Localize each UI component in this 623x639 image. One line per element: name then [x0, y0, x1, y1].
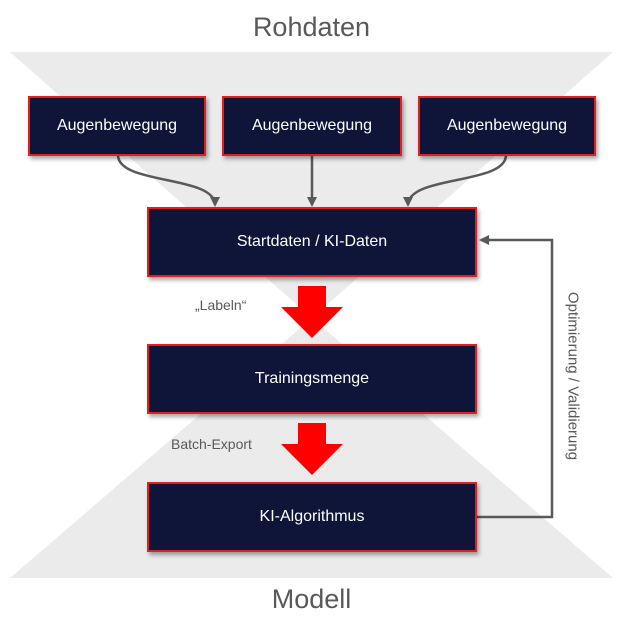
batch-export-text: Batch-Export	[171, 436, 252, 452]
title-model: Modell	[271, 584, 352, 614]
connector-source-1	[116, 154, 220, 207]
source-box-eye-movement-3: Augenbewegung	[418, 96, 596, 156]
start-data-box: Startdaten / KI-Daten	[147, 207, 477, 277]
ki-algorithm-box: KI-Algorithmus	[147, 482, 477, 552]
red-arrow-export	[281, 423, 343, 475]
source-box-eye-movement-2: Augenbewegung	[222, 96, 402, 156]
feedback-connector	[477, 235, 554, 519]
label-step-text: „Labeln“	[195, 297, 247, 313]
connector-source-3	[403, 154, 508, 207]
title-raw-data: Rohdaten	[252, 12, 371, 42]
optimization-validation-label: Optimierung / Validierung	[564, 291, 582, 461]
training-set-box: Trainingsmenge	[147, 344, 477, 414]
source-box-eye-movement-1: Augenbewegung	[28, 96, 206, 156]
red-arrow-label	[281, 286, 343, 338]
